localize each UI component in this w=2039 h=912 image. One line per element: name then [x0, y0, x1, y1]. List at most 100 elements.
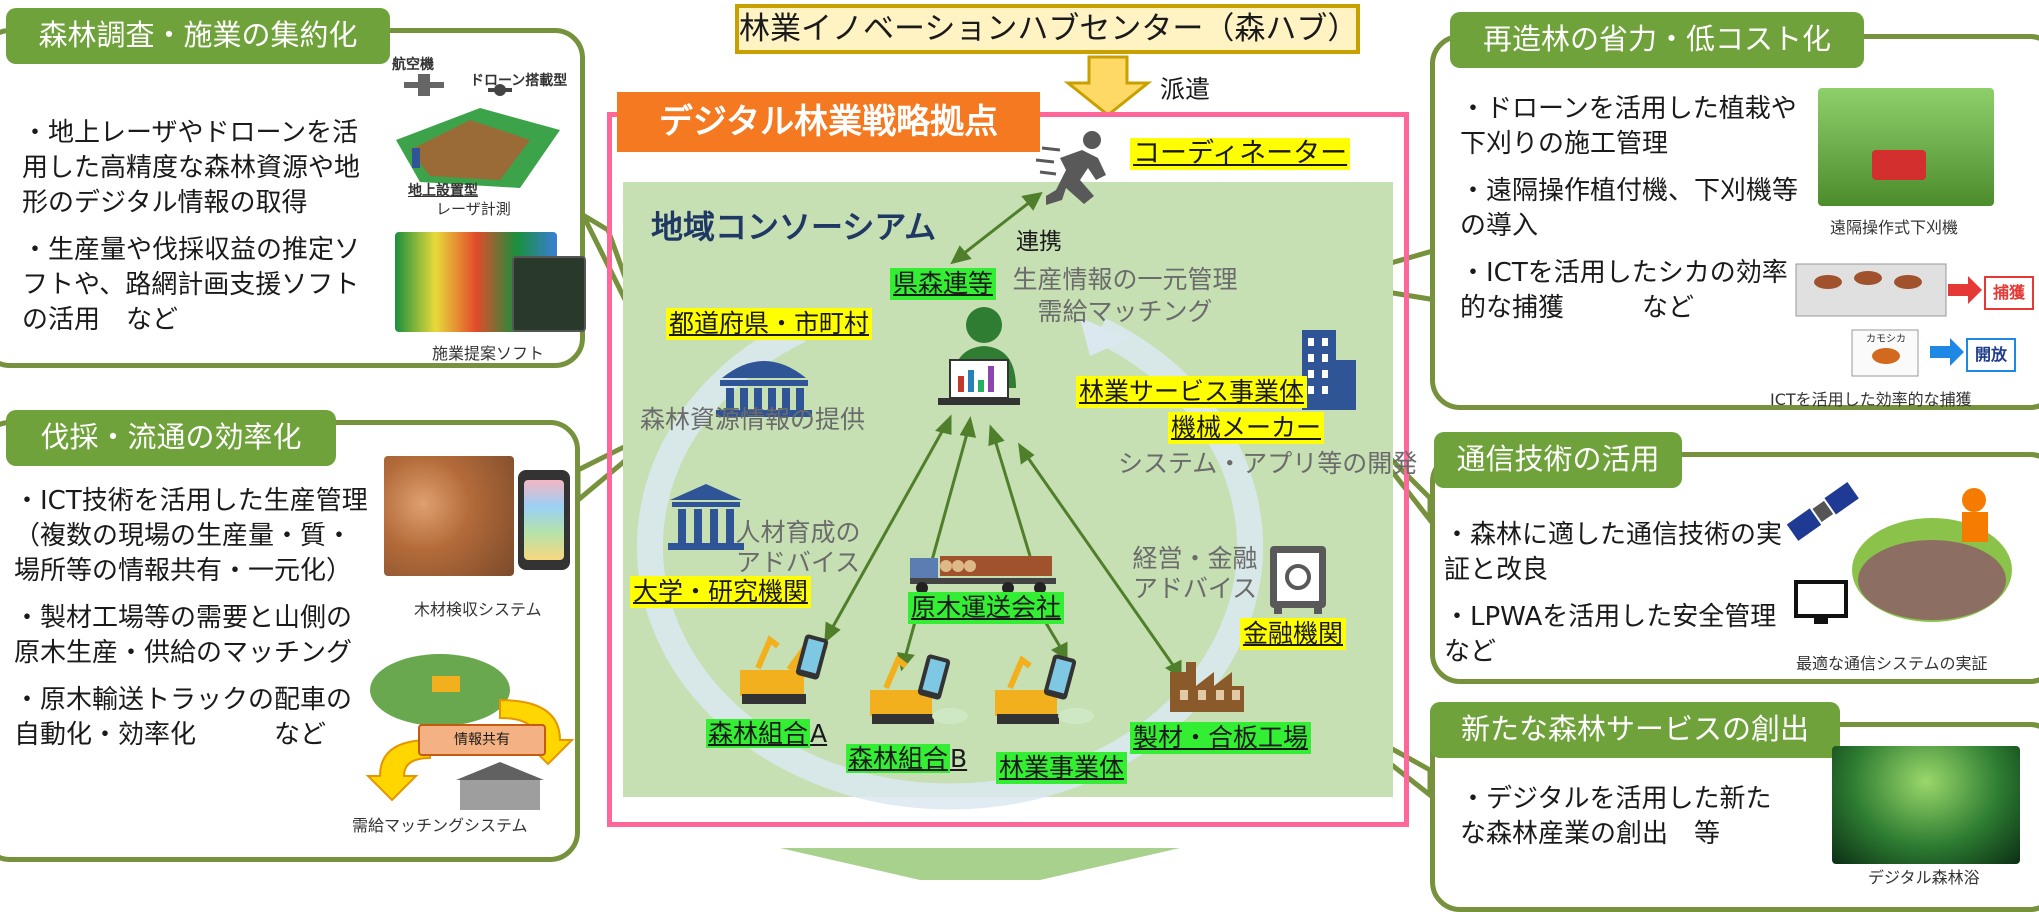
base-title-text: デジタル林業戦略拠点	[658, 102, 999, 142]
laptop-image	[512, 256, 586, 332]
union-b-letter: B	[950, 744, 968, 773]
union-a-label: 森林組合A	[706, 718, 827, 750]
reforest-caption-2: ICTを活用した効率的な捕獲	[1770, 390, 1972, 409]
mill-label: 製材・合板工場	[1130, 722, 1312, 754]
logging-item-1: ・ICT技術を活用した生産管理（複数の現場の生産量・質・場所等の情報共有・一元化…	[14, 486, 368, 586]
output-arrow	[780, 848, 1180, 880]
matching-system-figure	[365, 654, 575, 810]
forestry-operator-label: 林業事業体	[996, 752, 1128, 784]
system-dev-label: システム・アプリ等の開発	[1118, 449, 1418, 478]
prefecture-label: 都道府県・市町村	[666, 308, 873, 340]
label-laser: レーザ計測	[436, 200, 511, 218]
finance-advice-line1: 経営・金融	[1132, 544, 1258, 573]
link-label: 連携	[1016, 229, 1062, 255]
info-center-line1: 生産情報の一元管理	[1012, 265, 1238, 294]
union-b-label: 森林組合B	[846, 743, 967, 775]
label-ground: 地上設置型	[408, 183, 478, 199]
logging-title: 伐採・流通の効率化	[6, 410, 336, 466]
logging-caption-1: 木材検収システム	[414, 600, 542, 619]
excavator-icon-b	[870, 654, 968, 724]
union-a-text: 森林組合	[706, 719, 811, 748]
survey-item-1: ・地上レーザやドローンを活用した高精度な森林資源や地形のデジタル情報の取得	[22, 118, 361, 218]
comms-title: 通信技術の活用	[1434, 432, 1682, 488]
survey-text: ・地上レーザやドローンを活用した高精度な森林資源や地形のデジタル情報の取得 ・生…	[22, 116, 370, 350]
coordinator-label: コーディネーター	[1130, 138, 1351, 170]
deer-label: カモシカ	[1866, 334, 1906, 345]
university-label: 大学・研究機関	[630, 576, 812, 608]
logging-caption-2: 需給マッチングシステム	[352, 816, 528, 835]
reforest-caption-1: 遠隔操作式下刈機	[1830, 218, 1959, 237]
info-share-box: 情報共有	[418, 724, 546, 756]
mower-image	[1818, 88, 1994, 206]
smartphone-screen	[524, 480, 564, 560]
comms-figure	[1786, 482, 2012, 624]
reforest-item-3: ・ICTを活用したシカの効率的な捕獲 など	[1460, 258, 1788, 323]
mower-machine	[1872, 150, 1926, 180]
excavator-icon-c	[995, 654, 1094, 724]
service-item-1: ・デジタルを活用した新たな森林産業の創出 等	[1460, 784, 1772, 849]
comms-caption: 最適な通信システムの実証	[1796, 654, 1988, 673]
union-b-text: 森林組合	[846, 744, 951, 773]
finance-advice-line2: アドバイス	[1132, 574, 1258, 603]
safe-icon	[1270, 546, 1326, 614]
service-caption: デジタル森林浴	[1868, 868, 1980, 887]
university-icon	[668, 484, 744, 550]
capture-label: 捕獲	[1992, 283, 2025, 302]
survey-title: 森林調査・施業の集約化	[6, 8, 390, 64]
person-laptop-icon	[938, 307, 1020, 405]
runner-icon	[1035, 131, 1106, 205]
cycle-arc	[637, 318, 1263, 810]
service-text: ・デジタルを活用した新たな森林産業の創出 等	[1460, 782, 1790, 864]
dispatch-label: 派遣	[1160, 75, 1211, 104]
forestry-machines	[740, 634, 1094, 724]
comms-item-2: ・LPWAを活用した安全管理など	[1444, 602, 1777, 667]
log-truck-icon	[910, 556, 1056, 594]
reforest-item-2: ・遠隔操作植付機、下刈機等の導入	[1460, 176, 1799, 241]
matching-label: 需給マッチング	[1037, 297, 1213, 326]
digital-forest-image	[1832, 746, 2020, 864]
label-aircraft: 航空機	[392, 57, 434, 73]
hub-box: 林業イノベーションハブセンター（森ハブ）	[735, 4, 1360, 54]
comms-item-1: ・森林に適した通信技術の実証と改良	[1444, 520, 1783, 585]
training-line1: 人材育成の	[735, 518, 861, 547]
base-title: デジタル林業戦略拠点	[617, 92, 1040, 152]
release-box: 開放	[1966, 338, 2016, 372]
excavator-icon-a	[740, 634, 829, 704]
survey-item-2: ・生産量や伐採収益の推定ソフトや、路網計画支援ソフトの活用 など	[22, 235, 361, 335]
label-drone: ドローン搭載型	[470, 73, 568, 89]
deer-trap-figure	[1795, 263, 1982, 377]
dispatch-arrow	[1063, 55, 1153, 117]
training-label: 人材育成のアドバイス	[733, 518, 863, 578]
machinery-label: 機械メーカー	[1168, 412, 1325, 444]
timber-transport-label: 原木運送会社	[908, 592, 1065, 624]
release-label: 開放	[1974, 345, 2007, 364]
consortium-title: 地域コンソーシアム	[651, 208, 937, 246]
survey-caption: 施業提案ソフト	[432, 344, 545, 363]
hub-title: 林業イノベーションハブセンター（森ハブ）	[739, 11, 1359, 47]
satellite-icon	[1786, 482, 1859, 541]
government-building-icon	[716, 361, 812, 417]
logging-item-3: ・原木輸送トラックの配車の自動化・効率化 など	[14, 685, 353, 750]
factory-icon	[1170, 662, 1244, 712]
resource-info-label: 森林資源情報の提供	[640, 405, 866, 434]
service-company-label: 林業サービス事業体	[1076, 376, 1308, 408]
laser-survey-figure	[396, 74, 560, 188]
info-center-label: 生産情報の一元管理	[1010, 264, 1240, 296]
cycle-arrowhead	[1080, 318, 1130, 356]
training-line2: アドバイス	[735, 548, 861, 577]
service-title: 新たな森林サービスの創出	[1430, 702, 1840, 758]
office-building-icon	[1302, 330, 1356, 410]
info-share-label: 情報共有	[454, 732, 510, 748]
logging-item-2: ・製材工場等の需要と山側の原木生産・供給のマッチング	[14, 603, 353, 668]
ken-shinren-label: 県森連等	[890, 268, 997, 300]
reforest-title: 再造林の省力・低コスト化	[1450, 12, 1864, 68]
comms-text: ・森林に適した通信技術の実証と改良 ・LPWAを活用した安全管理など	[1444, 518, 1798, 682]
log-pile-image	[384, 456, 514, 576]
reforest-item-1: ・ドローンを活用した植栽や下刈りの施工管理	[1460, 94, 1797, 159]
reforest-text: ・ドローンを活用した植栽や下刈りの施工管理 ・遠隔操作植付機、下刈機等の導入 ・…	[1460, 92, 1800, 338]
finance-label: 金融機関	[1240, 618, 1347, 650]
finance-advice-label: 経営・金融アドバイス	[1130, 544, 1260, 604]
logging-text: ・ICT技術を活用した生産管理（複数の現場の生産量・質・場所等の情報共有・一元化…	[14, 484, 369, 765]
capture-box: 捕獲	[1984, 276, 2034, 310]
union-a-letter: A	[810, 719, 828, 748]
